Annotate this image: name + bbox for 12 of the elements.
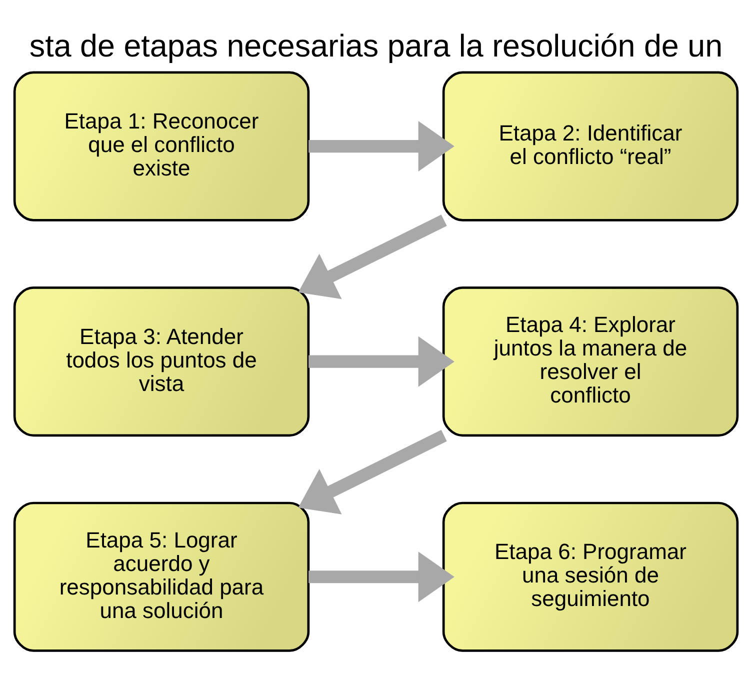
diagram-title: sta de etapas necesarias para la resolución de un bbox=[29, 28, 723, 64]
node-box: Etapa 1: Reconocer que el conflicto existe bbox=[13, 71, 310, 222]
arrow bbox=[298, 430, 447, 514]
arrow bbox=[308, 552, 454, 602]
node-box: Etapa 5: Lograr acuerdo y responsabilidad para una solución bbox=[13, 502, 310, 652]
arrow bbox=[298, 214, 447, 300]
node-box: Etapa 2: Identificar el conflicto “real” bbox=[442, 71, 739, 222]
arrow bbox=[308, 336, 454, 387]
node-box: Etapa 6: Programar una sesión de seguimiento bbox=[442, 502, 739, 652]
node-box: Etapa 4: Explorar juntos la manera de resolver el conflicto bbox=[442, 286, 739, 437]
node-box: Etapa 3: Atender todos los puntos de vista bbox=[13, 286, 310, 437]
arrow bbox=[308, 121, 454, 172]
